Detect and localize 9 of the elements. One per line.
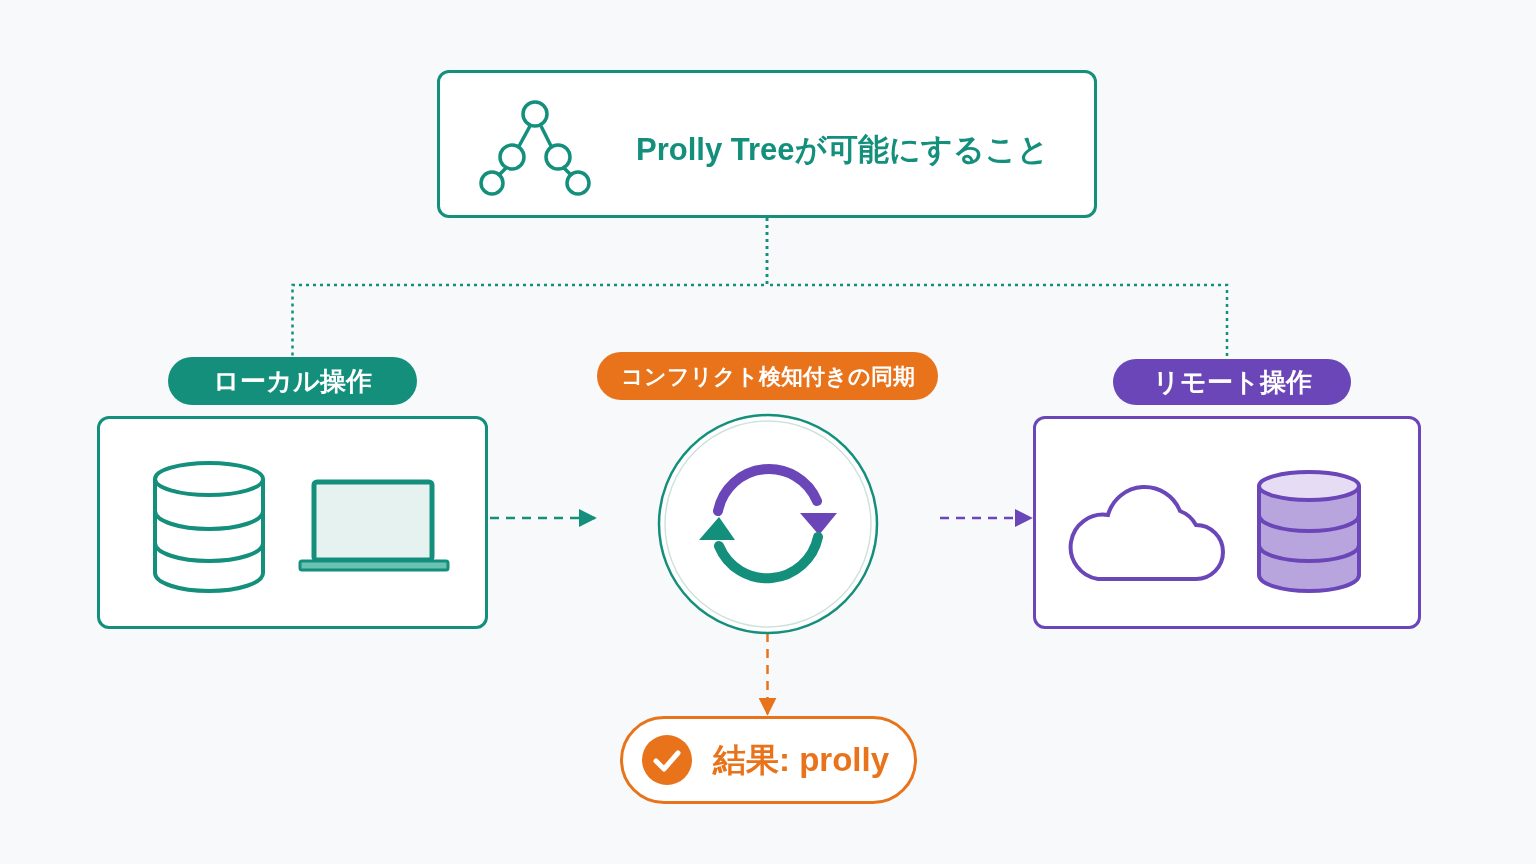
title-box bbox=[437, 70, 1097, 218]
heading-text: Prolly Treeが可能にすること bbox=[636, 131, 1049, 169]
connector-arrow bbox=[490, 509, 597, 527]
connector-arrow bbox=[758, 633, 777, 716]
result-text: 結果: prolly bbox=[713, 740, 889, 781]
heading-pill: リモート操作 bbox=[1113, 359, 1351, 405]
connector-arrow bbox=[940, 509, 1033, 527]
heading-pill: ローカル操作 bbox=[168, 357, 417, 405]
heading-pill: コンフリクト検知付きの同期 bbox=[597, 352, 938, 400]
